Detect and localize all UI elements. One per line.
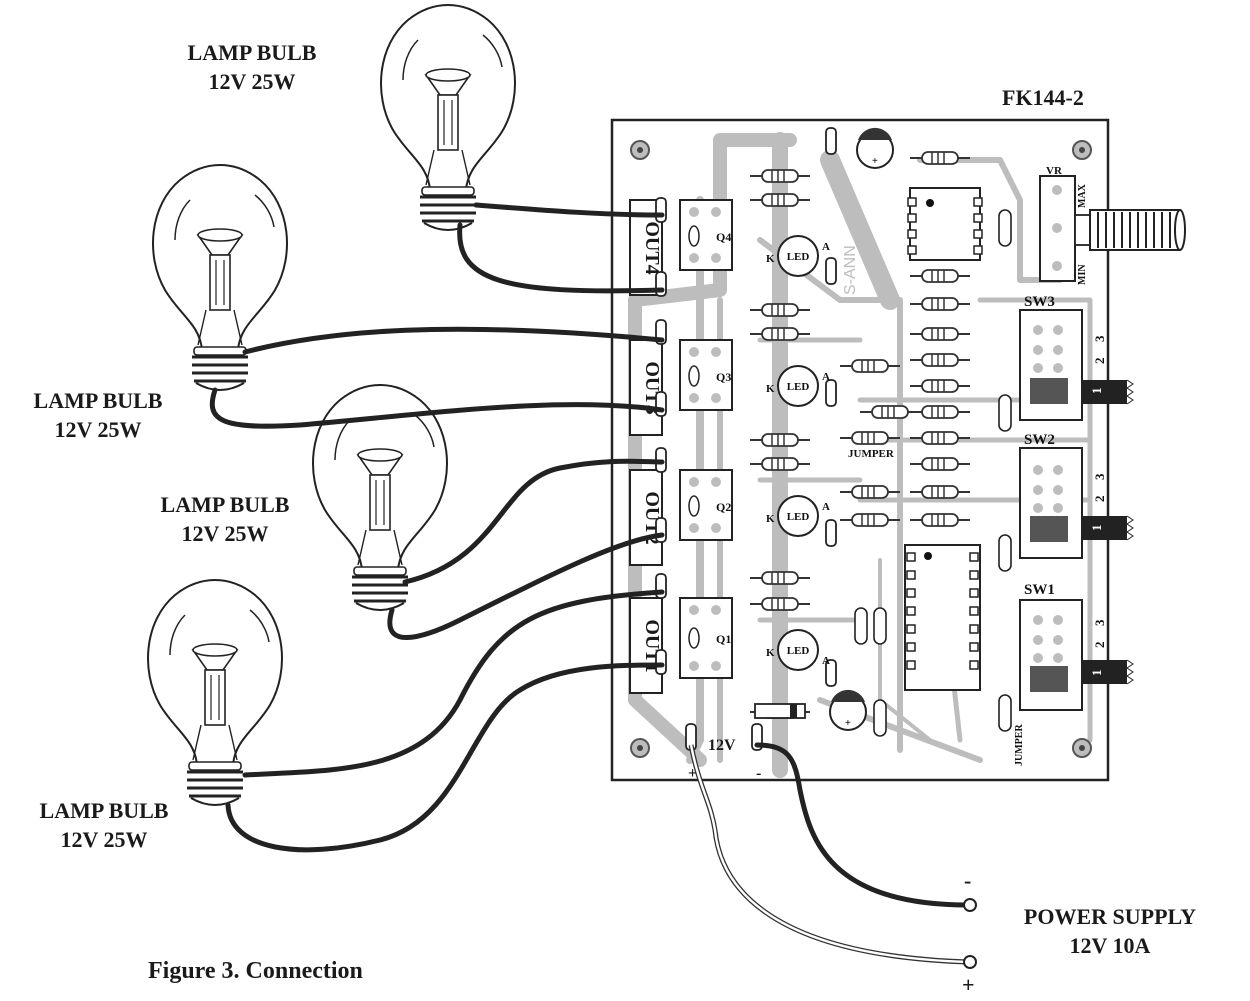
sw3-pin2: 2 [1092,358,1107,365]
board-minus-label: - [756,765,761,782]
psu-plus-terminal [963,955,977,969]
lamp-label-4: LAMP BULB 12V 25W [188,40,317,94]
led4-label: LED [787,251,810,263]
sw1-pin3: 3 [1092,619,1107,626]
q1-label: Q1 [716,632,731,646]
sw2-pin1: 1 [1089,525,1104,532]
led2-a: A [822,501,830,513]
jumper-label: JUMPER [848,448,895,460]
ic-14pin [904,544,981,691]
led2-label: LED [787,511,810,523]
sw1-label: SW1 [1024,582,1055,598]
svg-text:+: + [845,718,851,729]
q4-label: Q4 [716,230,731,244]
vr-min-label: MIN [1077,264,1088,285]
vr-max-label: MAX [1077,183,1088,208]
figure-caption: Figure 3. Connection [148,958,363,984]
switch-sw1[interactable]: SW1 3 2 1 [1019,582,1134,711]
sw3-label: SW3 [1024,294,1055,310]
lamp-bulb-3 [151,163,289,392]
out4-label: OUT4 [641,221,663,274]
led2-k: K [766,513,775,525]
lamp-label-4-line1: LAMP BULB [188,40,317,65]
lamp-label-1: LAMP BULB 12V 25W [40,798,169,852]
lamp-label-4-line2: 12V 25W [209,69,296,94]
board-title: FK144-2 [1002,85,1084,110]
sw3-pin1: 1 [1089,388,1104,395]
psu-minus-terminal [963,898,977,912]
q3-label: Q3 [716,370,731,384]
led3-label: LED [787,381,810,393]
power-supply-line2: 12V 10A [1070,933,1151,958]
vr-potentiometer[interactable]: VR MAX MIN [1039,165,1186,285]
jumper-label-vertical: JUMPER [1014,724,1025,766]
lamp-label-1-line2: 12V 25W [61,827,148,852]
led3-k: K [766,383,775,395]
power-supply-line1: POWER SUPPLY [1024,904,1196,929]
switch-sw3[interactable]: SW3 3 2 1 [1019,294,1134,421]
lamp-label-2-line1: LAMP BULB [161,492,290,517]
switch-sw2[interactable]: SW2 3 2 1 [1019,432,1134,559]
sw1-pin2: 2 [1092,642,1107,649]
power-12v-label: 12V [708,737,736,754]
led1-k: K [766,647,775,659]
vr-label: VR [1046,165,1063,177]
sw3-pin3: 3 [1092,335,1107,342]
led1-a: A [822,655,830,667]
sw2-label: SW2 [1024,432,1055,448]
svg-text:+: + [872,156,878,167]
power-supply-plus: + [962,972,975,997]
lamp-label-3-line1: LAMP BULB [34,388,163,413]
led1-label: LED [787,645,810,657]
lamp-bulb-1 [146,578,284,807]
lamp-label-3: LAMP BULB 12V 25W [34,388,163,442]
leds: LED K A LED K A LED K A LED K A [766,235,830,671]
lamp-wires [209,202,971,908]
ic-8pin [907,187,983,261]
sw1-pin1: 1 [1089,670,1104,677]
led4-k: K [766,253,775,265]
board-plus-label: + [688,765,697,782]
power-plus-wire [688,744,969,965]
lamp-label-1-line1: LAMP BULB [40,798,169,823]
power-supply-minus: - [964,868,971,893]
lamp-label-2-line2: 12V 25W [182,521,269,546]
lamp-bulb-4 [379,3,517,232]
lamp-label-2: LAMP BULB 12V 25W [161,492,290,546]
led3-a: A [822,371,830,383]
power-supply-label: POWER SUPPLY 12V 10A - + [962,868,1196,997]
sw2-pin3: 3 [1092,473,1107,480]
lamp-label-3-line2: 12V 25W [55,417,142,442]
q2-label: Q2 [716,500,731,514]
led4-a: A [822,241,830,253]
sw2-pin2: 2 [1092,496,1107,503]
pcb-board: S-ANN OUT4 Q4 OUT3 Q3 OUT2 [610,118,1186,782]
svg-text:S-ANN: S-ANN [842,245,859,295]
